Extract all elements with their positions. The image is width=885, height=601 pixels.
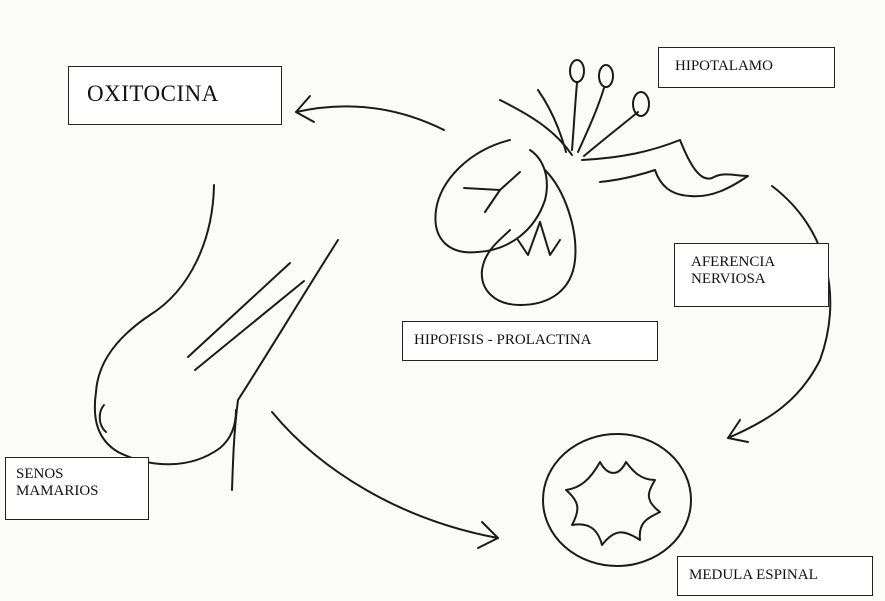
arrow-hypothalamus-to-medula (728, 186, 830, 438)
breast-outline (96, 185, 214, 392)
label-medula-espinal: MEDULA ESPINAL (677, 556, 873, 596)
pituitary-stalk (500, 100, 572, 155)
breast-underside (95, 392, 236, 464)
hypothalamus-outline (582, 140, 748, 196)
pituitary-vessel-4 (540, 222, 560, 255)
pituitary-vessel-1 (464, 172, 520, 190)
hypothalamus-fiber-1 (572, 83, 577, 150)
nipple (100, 405, 106, 432)
label-oxitocina: OXITOCINA (68, 66, 282, 125)
label-aferencia-line-1: AFERENCIA (691, 254, 828, 271)
label-hipotalamo-text: HIPOTALAMO (675, 58, 773, 74)
label-aferencia-line-2: NERVIOSA (691, 271, 828, 288)
pituitary-anterior-lobe (435, 140, 546, 252)
label-hipotalamo: HIPOTALAMO (658, 47, 835, 88)
label-hipofisis-prolactina: HIPOFISIS - PROLACTINA (402, 321, 658, 361)
pituitary-vessel-2 (485, 190, 500, 212)
arrow-pituitary-to-oxitocina (296, 106, 444, 130)
label-senos-line-2: MAMARIOS (16, 483, 148, 500)
spinal-cord-grey-matter (566, 462, 660, 545)
spinal-cord-outline (543, 434, 691, 566)
neuron-bulb-1 (570, 60, 584, 82)
label-senos-line-1: SENOS (16, 466, 148, 483)
arrow-senos-to-medula (272, 412, 498, 538)
label-aferencia-nerviosa: AFERENCIA NERVIOSA (674, 243, 829, 307)
label-oxitocina-text: OXITOCINA (87, 81, 219, 106)
breast-chest-line (232, 240, 338, 490)
neuron-bulb-3 (633, 92, 649, 116)
neuron-bulb-2 (599, 65, 613, 87)
label-senos-mamarios: SENOS MAMARIOS (5, 457, 149, 520)
label-medula-text: MEDULA ESPINAL (689, 567, 818, 583)
milk-duct-line-2 (195, 281, 304, 370)
label-hipofisis-text: HIPOFISIS - PROLACTINA (414, 332, 592, 348)
